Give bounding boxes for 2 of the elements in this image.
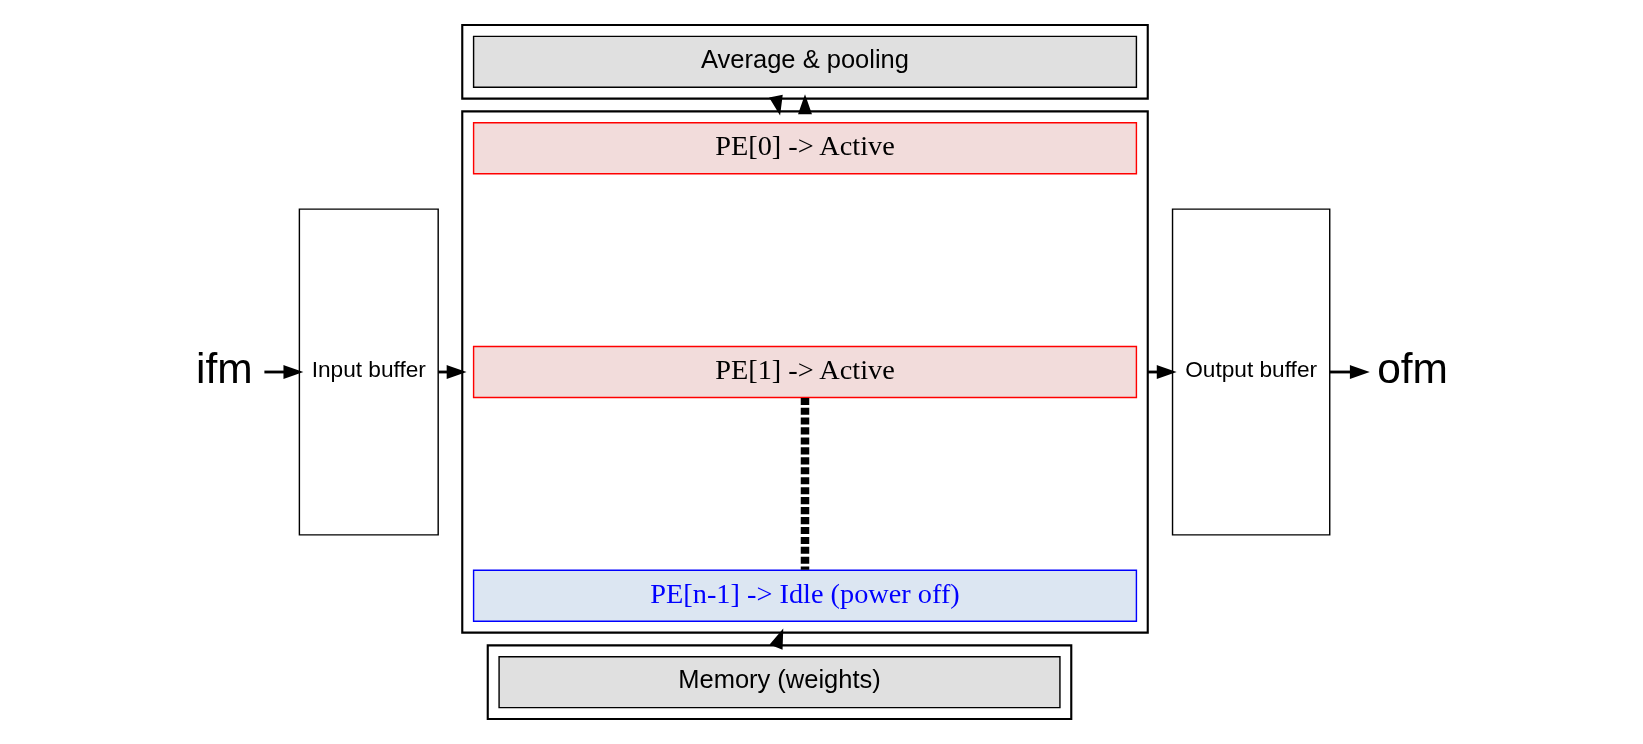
node-text: ofm bbox=[1376, 344, 1448, 392]
node-text: ifm bbox=[195, 344, 253, 392]
